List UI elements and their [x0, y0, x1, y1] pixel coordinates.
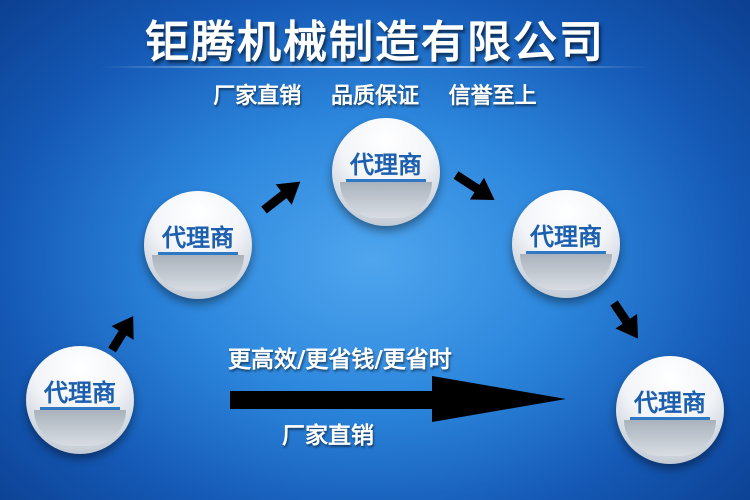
title-divider [100, 66, 650, 68]
agent-node-3-label: 代理商 [350, 151, 422, 179]
agent-node-1-label: 代理商 [44, 379, 116, 407]
agent-node-3: 代理商 [332, 118, 440, 226]
agent-node-2-underline [158, 252, 238, 255]
slogan-bar: 厂家直销 品质保证 信誉至上 [0, 78, 750, 110]
arrow-node2-to-node3 [261, 181, 301, 214]
agent-node-4-underline [526, 251, 606, 254]
agent-node-5-label: 代理商 [634, 389, 706, 417]
agent-node-5: 代理商 [616, 356, 724, 464]
agent-node-2-label: 代理商 [162, 224, 234, 252]
agent-node-4: 代理商 [512, 190, 620, 298]
agent-node-4-label: 代理商 [530, 223, 602, 251]
agent-node-2: 代理商 [144, 191, 252, 299]
agent-node-3-underline [346, 179, 426, 182]
arrow-node4-to-node5 [610, 300, 639, 339]
agent-node-1: 代理商 [26, 346, 134, 454]
benefit-caption: 更高效/更省钱/更省时 [228, 347, 452, 373]
slogan-direct-sales: 厂家直销 [213, 84, 302, 109]
slogan-quality: 品质保证 [330, 84, 419, 109]
agent-node-1-underline [40, 407, 120, 410]
direct-sales-caption: 厂家直销 [282, 423, 374, 449]
slogan-reputation: 信誉至上 [448, 84, 537, 109]
arrow-direct-sales [230, 376, 566, 422]
company-title: 钜腾机械制造有限公司 [145, 17, 605, 68]
arrow-node1-to-node2 [108, 316, 134, 353]
arrow-node3-to-node4 [453, 171, 495, 201]
agent-node-5-underline [630, 417, 710, 420]
